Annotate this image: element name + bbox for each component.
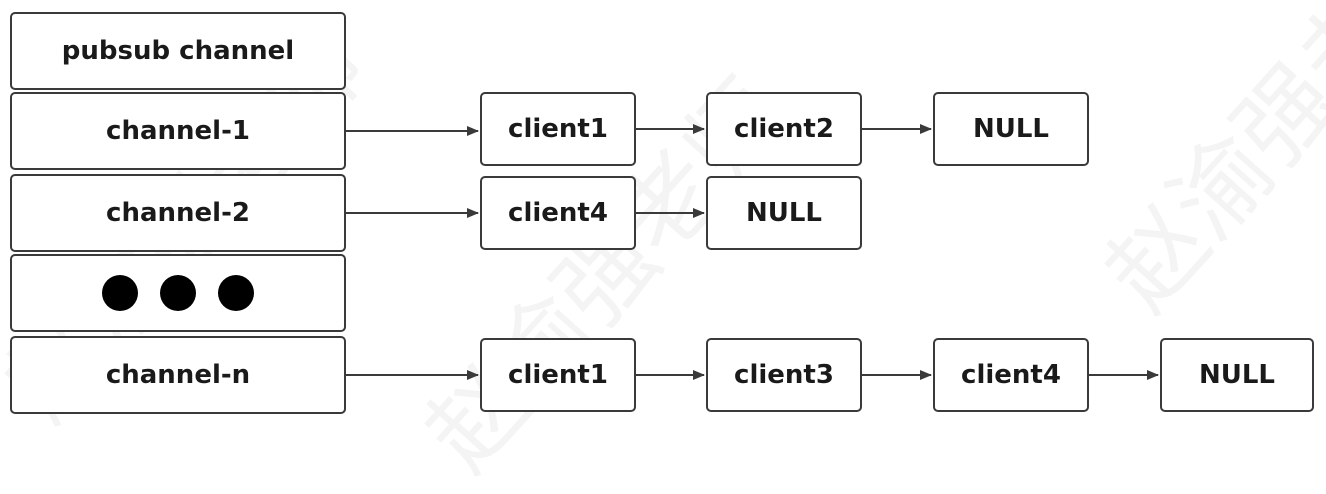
pubsub-channel-header: pubsub channel [10,12,346,90]
ch1-client-node: client2 [706,92,862,166]
ch1-null-node: NULL [933,92,1089,166]
ellipsis-dot [102,275,138,311]
ch1-client-node: client1 [480,92,636,166]
channel-1-box: channel-1 [10,92,346,170]
chn-client-node: client4 [933,338,1089,412]
ch2-null-node: NULL [706,176,862,250]
ellipsis-dot [218,275,254,311]
channel-2-box: channel-2 [10,174,346,252]
chn-client-node: client3 [706,338,862,412]
channel-n-box: channel-n [10,336,346,414]
chn-null-node: NULL [1160,338,1314,412]
ch2-client-node: client4 [480,176,636,250]
ellipsis-dot [160,275,196,311]
ellipsis-box [10,254,346,332]
arrow-layer [346,124,1159,380]
chn-client-node: client1 [480,338,636,412]
